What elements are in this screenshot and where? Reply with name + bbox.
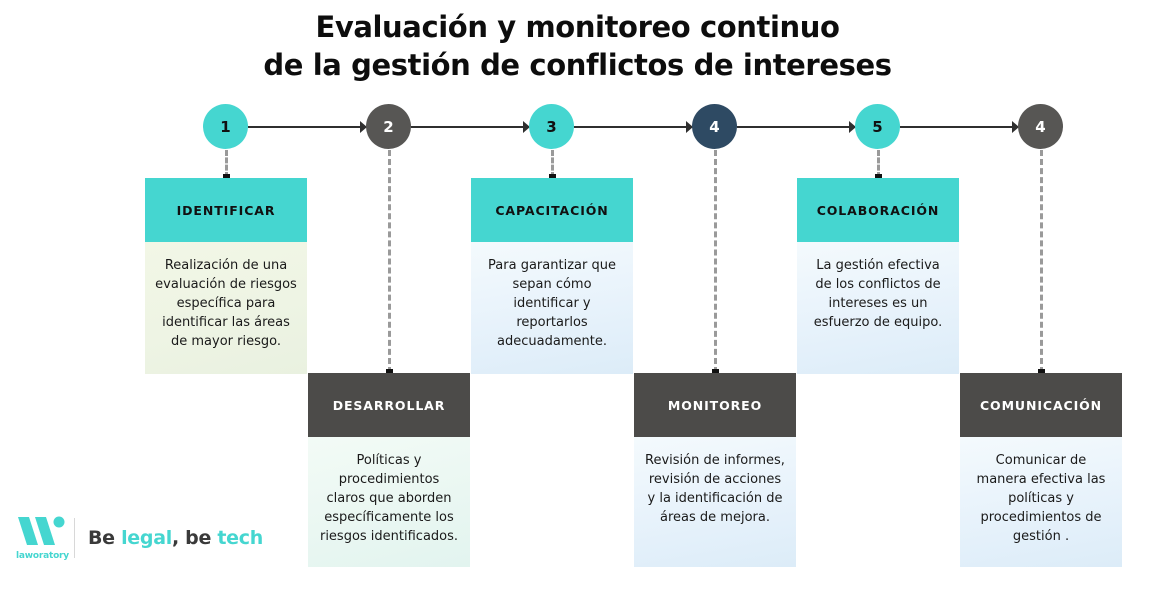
card-identificar[interactable]: IDENTIFICAR Realización de una evaluació… bbox=[145, 178, 307, 374]
connector-6 bbox=[1040, 150, 1043, 373]
tagline-be: Be bbox=[88, 527, 122, 549]
title-line-1: Evaluación y monitoreo continuo bbox=[315, 10, 840, 44]
card-identificar-header: IDENTIFICAR bbox=[145, 178, 307, 242]
timeline-node-1[interactable]: 1 bbox=[203, 104, 248, 149]
timeline-node-6[interactable]: 4 bbox=[1018, 104, 1063, 149]
timeline-node-2[interactable]: 2 bbox=[366, 104, 411, 149]
connector-4 bbox=[714, 150, 717, 373]
timeline-node-3-label: 3 bbox=[546, 117, 557, 136]
connector-5 bbox=[877, 150, 880, 178]
card-comunicacion[interactable]: COMUNICACIÓN Comunicar de manera efectiv… bbox=[960, 373, 1122, 567]
w-mark-svg bbox=[18, 516, 65, 545]
connector-dot-4 bbox=[712, 369, 719, 376]
timeline-node-4-label: 4 bbox=[709, 117, 720, 136]
timeline-segment-4 bbox=[737, 126, 856, 128]
page-title: Evaluación y monitoreo continuo de la ge… bbox=[0, 8, 1155, 84]
timeline-node-5-label: 5 bbox=[872, 117, 883, 136]
card-capacitacion-header: CAPACITACIÓN bbox=[471, 178, 633, 242]
card-capacitacion[interactable]: CAPACITACIÓN Para garantizar que sepan c… bbox=[471, 178, 633, 374]
tagline-tech: tech bbox=[217, 527, 263, 549]
timeline-node-3[interactable]: 3 bbox=[529, 104, 574, 149]
logo-divider bbox=[74, 518, 75, 558]
card-colaboracion-body: La gestión efectiva de los conflictos de… bbox=[797, 242, 959, 374]
connector-3 bbox=[551, 150, 554, 178]
card-capacitacion-body: Para garantizar que sepan cómo identific… bbox=[471, 242, 633, 374]
timeline-node-2-label: 2 bbox=[383, 117, 394, 136]
logo-wordmark: laworatory bbox=[16, 551, 69, 561]
connector-2 bbox=[388, 150, 391, 373]
timeline-node-5[interactable]: 5 bbox=[855, 104, 900, 149]
card-desarrollar[interactable]: DESARROLLAR Políticas y procedimientos c… bbox=[308, 373, 470, 567]
connector-dot-6 bbox=[1038, 369, 1045, 376]
card-comunicacion-header: COMUNICACIÓN bbox=[960, 373, 1122, 437]
card-monitoreo[interactable]: MONITOREO Revisión de informes, revisión… bbox=[634, 373, 796, 567]
timeline-segment-5 bbox=[900, 126, 1019, 128]
laworatory-w-icon: laworatory bbox=[16, 515, 69, 561]
logo-tagline: Be legal, be tech bbox=[88, 527, 263, 549]
title-line-2: de la gestión de conflictos de intereses bbox=[263, 48, 892, 82]
connector-dot-2 bbox=[386, 369, 393, 376]
connector-dot-1 bbox=[223, 174, 230, 181]
timeline-arrow-3 bbox=[686, 121, 693, 133]
connector-1 bbox=[225, 150, 228, 178]
connector-dot-5 bbox=[875, 174, 882, 181]
timeline-arrow-2 bbox=[523, 121, 530, 133]
timeline-node-1-label: 1 bbox=[220, 117, 231, 136]
timeline-axis: 1 2 3 4 5 4 bbox=[0, 104, 1155, 150]
card-desarrollar-body: Políticas y procedimientos claros que ab… bbox=[308, 437, 470, 567]
timeline-node-4[interactable]: 4 bbox=[692, 104, 737, 149]
timeline-arrow-1 bbox=[360, 121, 367, 133]
card-monitoreo-header: MONITOREO bbox=[634, 373, 796, 437]
card-monitoreo-body: Revisión de informes, revisión de accion… bbox=[634, 437, 796, 567]
card-desarrollar-header: DESARROLLAR bbox=[308, 373, 470, 437]
timeline-arrow-5 bbox=[1012, 121, 1019, 133]
tagline-comma-be: , be bbox=[171, 527, 218, 549]
connector-dot-3 bbox=[549, 174, 556, 181]
timeline-arrow-4 bbox=[849, 121, 856, 133]
card-comunicacion-body: Comunicar de manera efectiva las polític… bbox=[960, 437, 1122, 567]
timeline-node-6-label: 4 bbox=[1035, 117, 1046, 136]
tagline-legal: legal bbox=[121, 527, 172, 549]
card-colaboracion-header: COLABORACIÓN bbox=[797, 178, 959, 242]
timeline-segment-2 bbox=[411, 126, 530, 128]
timeline-segment-1 bbox=[248, 126, 367, 128]
brand-logo[interactable]: laworatory Be legal, be tech bbox=[16, 512, 263, 564]
card-identificar-body: Realización de una evaluación de riesgos… bbox=[145, 242, 307, 374]
card-colaboracion[interactable]: COLABORACIÓN La gestión efectiva de los … bbox=[797, 178, 959, 374]
timeline-segment-3 bbox=[574, 126, 693, 128]
